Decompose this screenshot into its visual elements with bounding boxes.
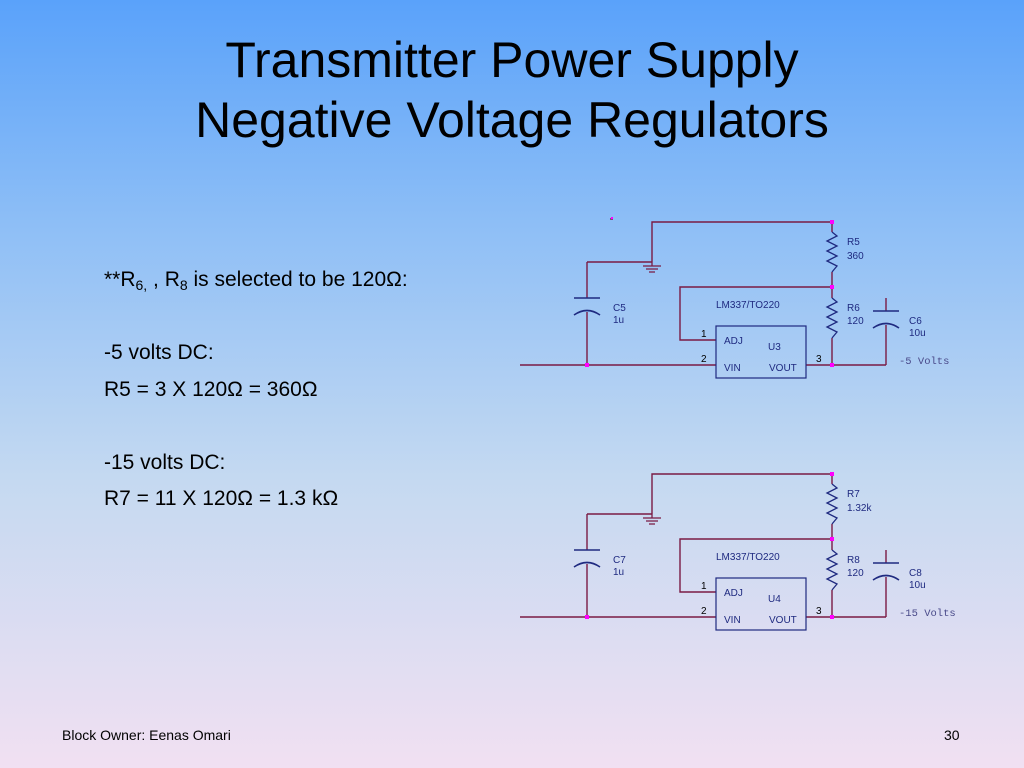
label-reg-ref: U3 bbox=[768, 342, 781, 353]
label-rbot-ref: R8 bbox=[847, 555, 860, 566]
node-dot bbox=[830, 220, 834, 224]
label-adj-pin: ADJ bbox=[724, 336, 743, 347]
capacitor-c8 bbox=[872, 562, 900, 581]
node-dot bbox=[830, 537, 834, 541]
label-rbot-value: 120 bbox=[847, 316, 864, 327]
label-rtop-ref: R5 bbox=[847, 237, 860, 248]
note-r5-formula: R5 = 3 X 120Ω = 360Ω bbox=[104, 377, 318, 401]
circuit-minus15-regulator: LM337/TO220 ADJ U4 VIN VOUT 1 2 3 C7 1u … bbox=[520, 472, 956, 631]
wire-adj-loop bbox=[679, 286, 832, 341]
pin-number-2: 2 bbox=[701, 354, 707, 365]
resistor-notes: **R6, , R8 is selected to be 120Ω: -5 vo… bbox=[104, 262, 524, 518]
capacitor-c6 bbox=[872, 310, 900, 329]
wire-adj-loop bbox=[679, 538, 832, 593]
label-cin-value: 1u bbox=[613, 315, 624, 326]
label-rtop-ref: R7 bbox=[847, 489, 860, 500]
regulator-u3-body bbox=[715, 325, 807, 379]
label-vin-pin: VIN bbox=[724, 615, 741, 626]
node-dot bbox=[830, 472, 834, 476]
node-dot bbox=[585, 363, 589, 367]
pin-number-3: 3 bbox=[816, 606, 822, 617]
resistor-r8 bbox=[825, 549, 839, 591]
resistor-r6 bbox=[825, 297, 839, 339]
label-rtop-value: 360 bbox=[847, 251, 864, 262]
regulator-u4-body bbox=[715, 577, 807, 631]
slide-title: Transmitter Power Supply Negative Voltag… bbox=[0, 30, 1024, 150]
ground-symbol bbox=[643, 514, 661, 525]
label-cout-value: 10u bbox=[909, 580, 926, 591]
label-output-voltage: -5 Volts bbox=[899, 356, 949, 368]
node-dot bbox=[830, 615, 834, 619]
title-line-1: Transmitter Power Supply bbox=[225, 32, 799, 88]
label-cin-value: 1u bbox=[613, 567, 624, 578]
resistor-r5 bbox=[825, 231, 839, 273]
label-output-voltage: -15 Volts bbox=[899, 608, 956, 620]
label-vin-pin: VIN bbox=[724, 363, 741, 374]
title-line-2: Negative Voltage Regulators bbox=[195, 92, 829, 148]
label-reg-ref: U4 bbox=[768, 594, 781, 605]
label-reg-part: LM337/TO220 bbox=[716, 552, 780, 563]
pin-number-3: 3 bbox=[816, 354, 822, 365]
label-adj-pin: ADJ bbox=[724, 588, 743, 599]
label-cout-ref: C6 bbox=[909, 316, 922, 327]
circuit-minus5-regulator: LM337/TO220 ADJ U3 VIN VOUT 1 2 3 C5 1u … bbox=[520, 217, 949, 379]
label-cout-value: 10u bbox=[909, 328, 926, 339]
note-minus5-heading: -5 volts DC: bbox=[104, 341, 214, 364]
pin-number-2: 2 bbox=[701, 606, 707, 617]
note-r7-formula: R7 = 11 X 120Ω = 1.3 kΩ bbox=[104, 487, 339, 510]
note-minus15-heading: -15 volts DC: bbox=[104, 450, 226, 474]
node-dot bbox=[830, 285, 834, 289]
footer-block-owner: Block Owner: Eenas Omari bbox=[62, 727, 231, 743]
label-rbot-value: 120 bbox=[847, 568, 864, 579]
node-dot bbox=[585, 615, 589, 619]
pin-number-1: 1 bbox=[701, 329, 707, 340]
resistor-r7 bbox=[825, 483, 839, 525]
label-vout-pin: VOUT bbox=[769, 615, 797, 626]
wire-top-loop bbox=[651, 473, 832, 514]
note-resistor-selection: **R6, , R8 is selected to be 120Ω: bbox=[104, 268, 408, 293]
pin-number-1: 1 bbox=[701, 581, 707, 592]
wire-top-loop bbox=[651, 221, 832, 262]
label-rbot-ref: R6 bbox=[847, 303, 860, 314]
ground-symbol bbox=[643, 262, 661, 273]
node-dot bbox=[611, 217, 613, 219]
footer-page-number: 30 bbox=[944, 727, 960, 743]
capacitor-c5 bbox=[573, 297, 601, 316]
label-cin-ref: C7 bbox=[613, 555, 626, 566]
label-cin-ref: C5 bbox=[613, 303, 626, 314]
label-rtop-value: 1.32k bbox=[847, 503, 872, 514]
capacitor-c7 bbox=[573, 549, 601, 568]
label-reg-part: LM337/TO220 bbox=[716, 300, 780, 311]
node-dot bbox=[830, 363, 834, 367]
label-cout-ref: C8 bbox=[909, 568, 922, 579]
label-vout-pin: VOUT bbox=[769, 363, 797, 374]
